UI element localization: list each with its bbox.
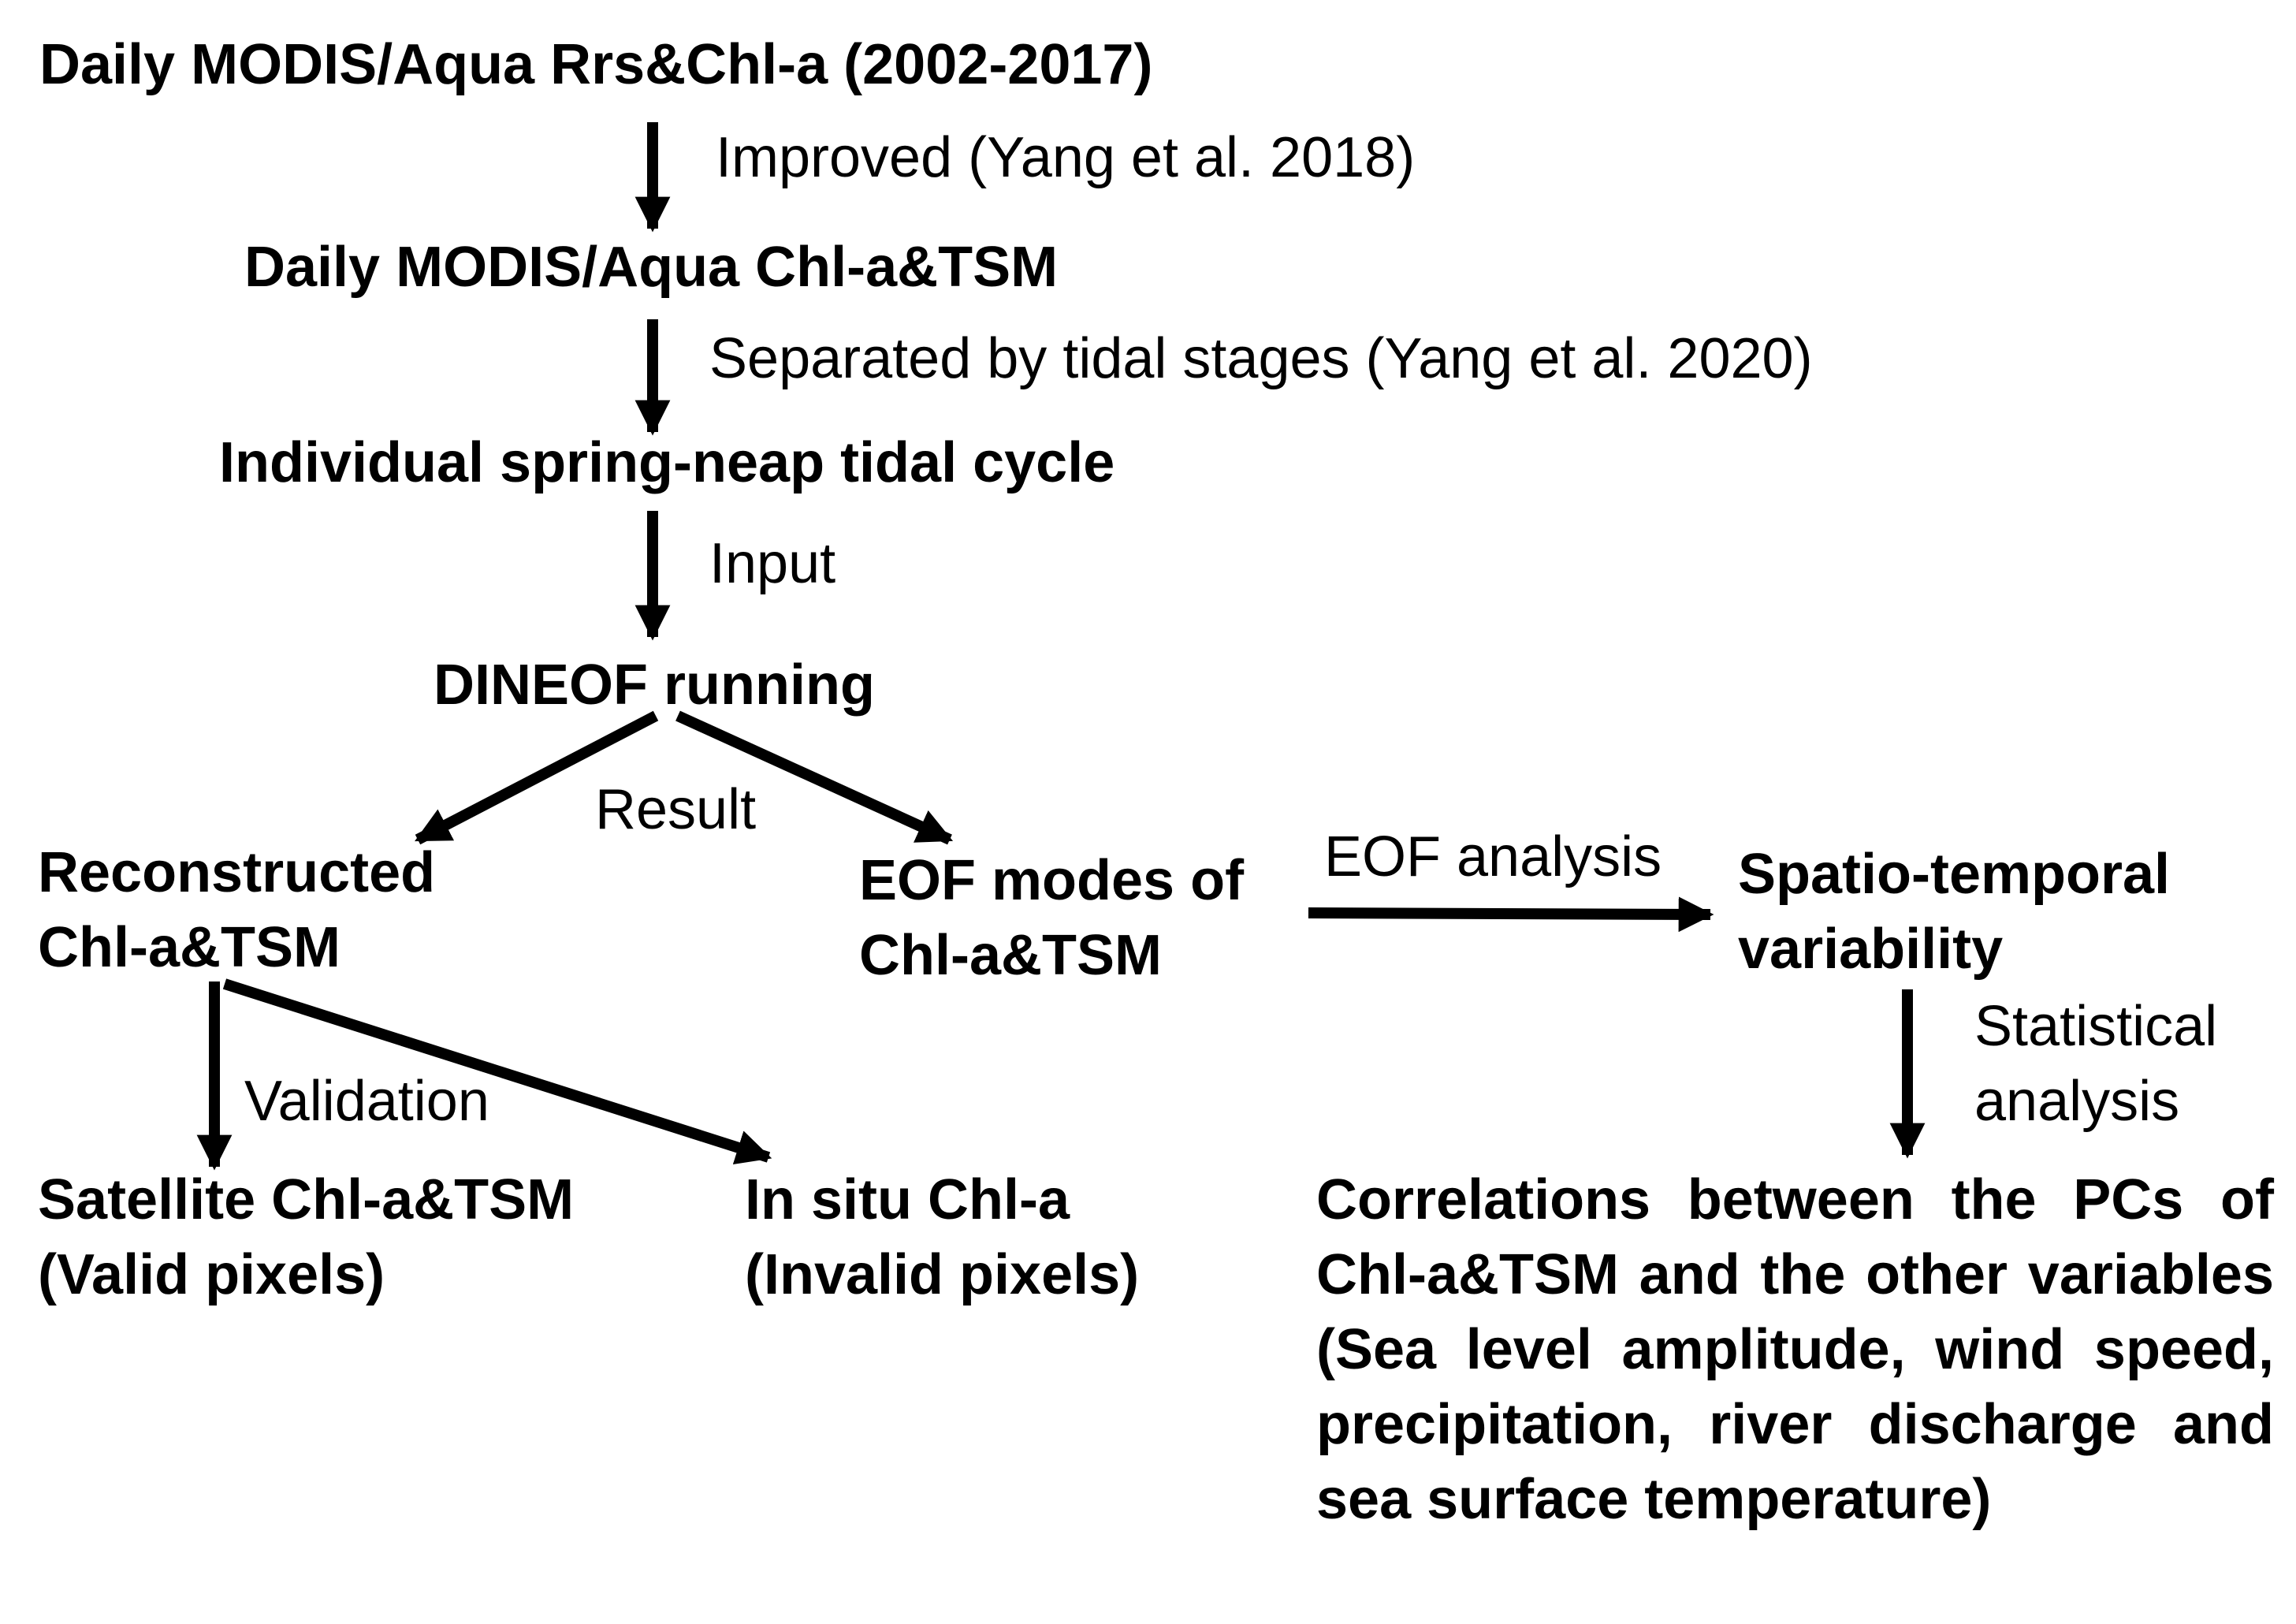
node-daily-chla-tsm: Daily MODIS/Aqua Chl-a&TSM: [244, 236, 1059, 299]
node-correlations: Correlations between the PCs of Chl-a&TS…: [1316, 1168, 2274, 1531]
label-validation: Validation: [244, 1070, 489, 1133]
node-spatio-temporal-line1: Spatio-temporal: [1738, 843, 2171, 906]
node-in-situ-line2: (Invalid pixels): [745, 1243, 1140, 1306]
arrow-validation-diag: [222, 978, 772, 1165]
node-eof-modes-line1: EOF modes of: [859, 849, 1245, 912]
label-statistical-line1: Statistical: [1974, 995, 2218, 1058]
node-daily-rrs-chla: Daily MODIS/Aqua Rrs&Chl-a (2002-2017): [39, 33, 1153, 96]
node-in-situ-line1: In situ Chl-a: [745, 1168, 1070, 1231]
arrow-eof-analysis: [1308, 896, 1714, 933]
arrow-result-right: [675, 710, 954, 845]
node-spatio-temporal-line2: variability: [1738, 918, 2004, 981]
node-reconstructed-line2: Chl-a&TSM: [38, 916, 340, 979]
node-reconstructed-line1: Reconstructed: [38, 841, 436, 904]
node-eof-modes-line2: Chl-a&TSM: [859, 924, 1162, 987]
label-eof-analysis: EOF analysis: [1324, 825, 1662, 888]
node-tidal-cycle: Individual spring-neap tidal cycle: [219, 431, 1115, 494]
node-eof-modes: EOF modes of Chl-a&TSM: [859, 844, 1244, 993]
label-statistical: Statistical analysis: [1974, 989, 2217, 1139]
node-satellite: Satellite Chl-a&TSM (Valid pixels): [38, 1163, 574, 1313]
label-input: Input: [709, 532, 836, 595]
label-separated: Separated by tidal stages (Yang et al. 2…: [709, 327, 1813, 390]
label-result: Result: [595, 778, 757, 841]
node-in-situ: In situ Chl-a (Invalid pixels): [745, 1163, 1139, 1313]
arrow-result-left: [415, 710, 659, 845]
node-reconstructed: Reconstructed Chl-a&TSM: [38, 836, 435, 985]
node-satellite-line1: Satellite Chl-a&TSM: [38, 1168, 575, 1231]
label-improved: Improved (Yang et al. 2018): [716, 126, 1416, 189]
node-satellite-line2: (Valid pixels): [38, 1243, 385, 1306]
label-statistical-line2: analysis: [1974, 1070, 2180, 1133]
node-dineof: DINEOF running: [434, 654, 875, 717]
node-spatio-temporal: Spatio-temporal variability: [1738, 837, 2170, 987]
